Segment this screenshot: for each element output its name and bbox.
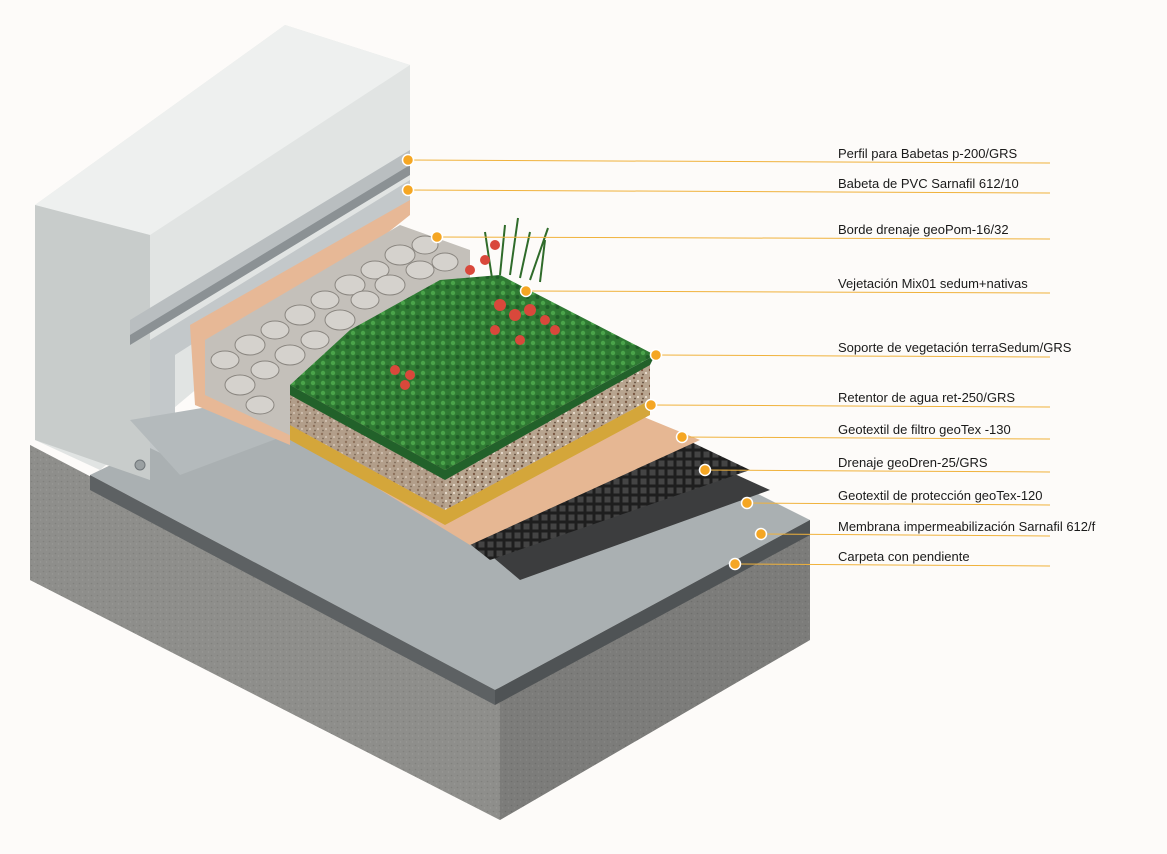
marker-dot-vegetacion [519,284,533,298]
callout-label-carpeta: Carpeta con pendiente [838,549,970,564]
marker-dot-carpeta [728,557,742,571]
callout-lines [401,153,1051,571]
marker-dot-membrana [754,527,768,541]
leader-line-drenaje [704,469,1051,473]
flowers-icon [390,240,560,390]
vegetation-mat [290,217,655,480]
leader-line-geotextil-proteccion [746,502,1051,506]
callout-label-retentor: Retentor de agua ret-250/GRS [838,390,1016,405]
callout-label-babeta: Babeta de PVC Sarnafil 612/10 [838,176,1019,191]
callout-label-geotextil-filtro: Geotextil de filtro geoTex -130 [838,422,1011,437]
leader-line-carpeta [734,563,1051,567]
leader-line-babeta [407,189,1051,194]
marker-dot-soporte [649,348,663,362]
leader-line-vegetacion [525,290,1051,294]
marker-dot-borde [430,230,444,244]
leader-line-membrana [760,533,1051,537]
callout-label-drenaje: Drenaje geoDren-25/GRS [838,455,988,470]
callout-label-soporte: Soporte de vegetación terraSedum/GRS [838,340,1072,355]
marker-dot-retentor [644,398,658,412]
callout-label-vegetacion: Vejetación Mix01 sedum+nativas [838,276,1028,291]
leader-line-retentor [650,404,1051,408]
gravel-border [205,225,470,440]
marker-dot-perfil [401,153,415,167]
callout-label-borde: Borde drenaje geoPom-16/32 [838,222,1009,237]
grass-blades-icon [484,217,549,283]
callout-label-geotextil-proteccion: Geotextil de protección geoTex-120 [838,488,1043,503]
marker-dot-geotextil-filtro [675,430,689,444]
marker-dot-babeta [401,183,415,197]
marker-dot-geotextil-proteccion [740,496,754,510]
callout-label-perfil: Perfil para Babetas p-200/GRS [838,146,1018,161]
marker-dot-drenaje [698,463,712,477]
callout-label-membrana: Membrana impermeabilización Sarnafil 612… [838,519,1096,534]
water-retention-layer [290,400,650,525]
concrete-slab [30,445,810,820]
leader-line-borde [436,236,1051,240]
leader-line-soporte [655,354,1051,358]
leader-line-perfil [407,159,1051,164]
leader-line-geotextil-filtro [681,436,1051,440]
